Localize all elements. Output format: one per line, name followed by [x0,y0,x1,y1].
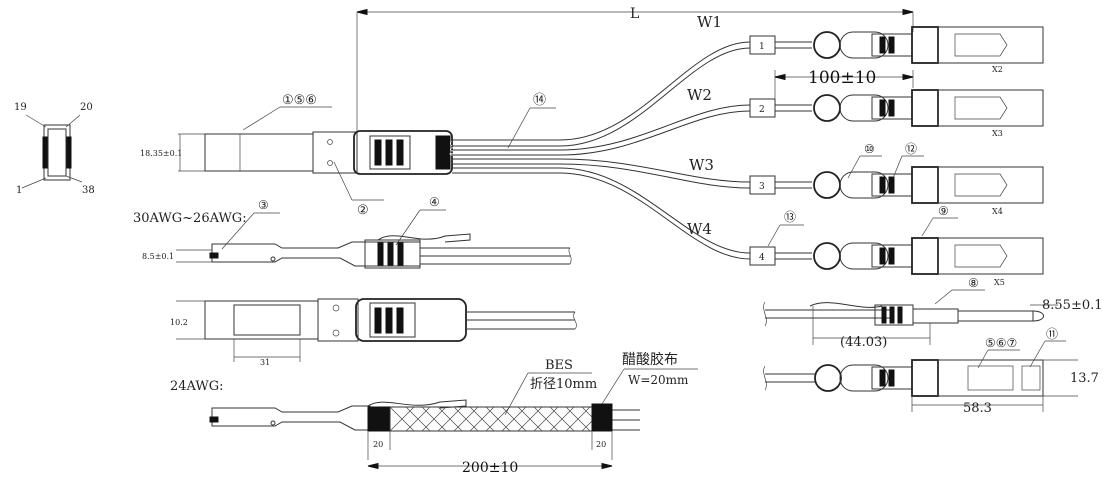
sfp-side-view: (44.03) 8.55±0.1 ⑧ [763,276,1103,350]
callout-top-latch: ④ [429,195,440,209]
pin-label-1: 1 [16,185,22,196]
gauge-label-thin: 30AWG~26AWG: [133,211,247,226]
callout-sfp-latch: ⑫ [905,142,917,156]
side-view-thin-gauge: 30AWG~26AWG: 8.5±0.1 ③ ④ [133,195,572,269]
overall-length-dimension: L [356,6,914,140]
pin-label-38: 38 [82,185,95,196]
leg-tag-2: 2 [759,105,765,115]
leg-tag-1: 1 [759,42,765,52]
leg-tag-3: 3 [759,182,765,192]
breakout-leg-2: 2 X3 100±10 [749,68,1044,138]
breakout-leg-3: 3 X4 ⑩ ⑫ [749,142,1044,216]
tape-spec-label: W=20mm [628,373,689,387]
latch-slots [374,139,404,166]
callout-sfp-end: ⑪ [1046,327,1058,341]
wire-label-w3: W3 [689,156,714,174]
braid-spec-label: 折径10mm [530,377,597,392]
sfp-top-view: 58.3 13.7 ⑤⑥⑦ ⑪ [763,327,1099,416]
port-label-x5: X5 [994,278,1005,287]
leg-tag-4: 4 [759,253,765,263]
module-thickness-dim: 8.5±0.1 [142,252,174,261]
callout-cable-jacket: ⑭ [533,93,546,108]
module-height-dim: 18.35±0.1 [140,149,182,158]
port-label-x2: X2 [992,65,1003,74]
breakout-leg-4: 4 X5 ⑬ ⑨ [749,204,1044,287]
callout-top-tip: ③ [258,198,269,212]
port-label-x3: X3 [992,129,1003,138]
tape-name-label: 醋酸胶布 [622,351,678,368]
callout-latch: ② [357,203,369,218]
heat-shrink-left-dim: 20 [373,440,383,449]
breakout-leg-1: 1 X2 [749,26,1044,74]
callout-tag-sleeve: ⑬ [784,210,796,224]
callout-sfp-body: ⑨ [938,204,949,218]
heat-shrink-right-dim: 20 [596,440,606,449]
sfp-tab-length-dim: (44.03) [840,335,887,350]
wire-label-w1: W1 [697,13,722,31]
wire-label-w4: W4 [687,220,712,238]
qsfp-module-top-view: 40G 18.35±0.1 ①⑤⑥ ② [140,93,458,218]
pull-tab-offset-dim: 31 [260,358,270,367]
pin-label-19: 19 [14,102,27,113]
callout-sfp-ring: ⑩ [864,142,875,156]
braid-length-dim: 200±10 [462,460,518,476]
port-label-x4: X4 [992,207,1003,216]
braid-name-label: BES [545,358,573,373]
sfp-height-dim: 13.7 [1070,371,1099,386]
connector-end-view: 19 20 1 38 [14,102,95,196]
module-mark-40g: 40G [449,140,458,157]
callout-sfp-label: ⑤⑥⑦ [985,336,1017,350]
breakout-length-dim: 100±10 [808,68,876,88]
side-view-thick-gauge: 24AWG: 20 20 200±10 BES 折径10mm 醋酸胶布 W=20… [170,351,698,476]
wire-label-w2: W2 [687,86,712,104]
sfp-thickness-dim: 8.55±0.1 [1042,298,1103,313]
gauge-label-thick: 24AWG: [170,379,224,394]
bottom-view: 10.2 31 [170,298,577,367]
pin-label-20: 20 [80,102,93,113]
callout-sfp-side: ⑧ [968,276,979,290]
sfp-length-dim: 58.3 [963,401,992,416]
callout-module-body: ①⑤⑥ [282,93,317,108]
overall-length-label: L [630,6,639,22]
module-width-dim: 10.2 [170,318,188,327]
cable-fanout: ⑭ [452,41,751,260]
